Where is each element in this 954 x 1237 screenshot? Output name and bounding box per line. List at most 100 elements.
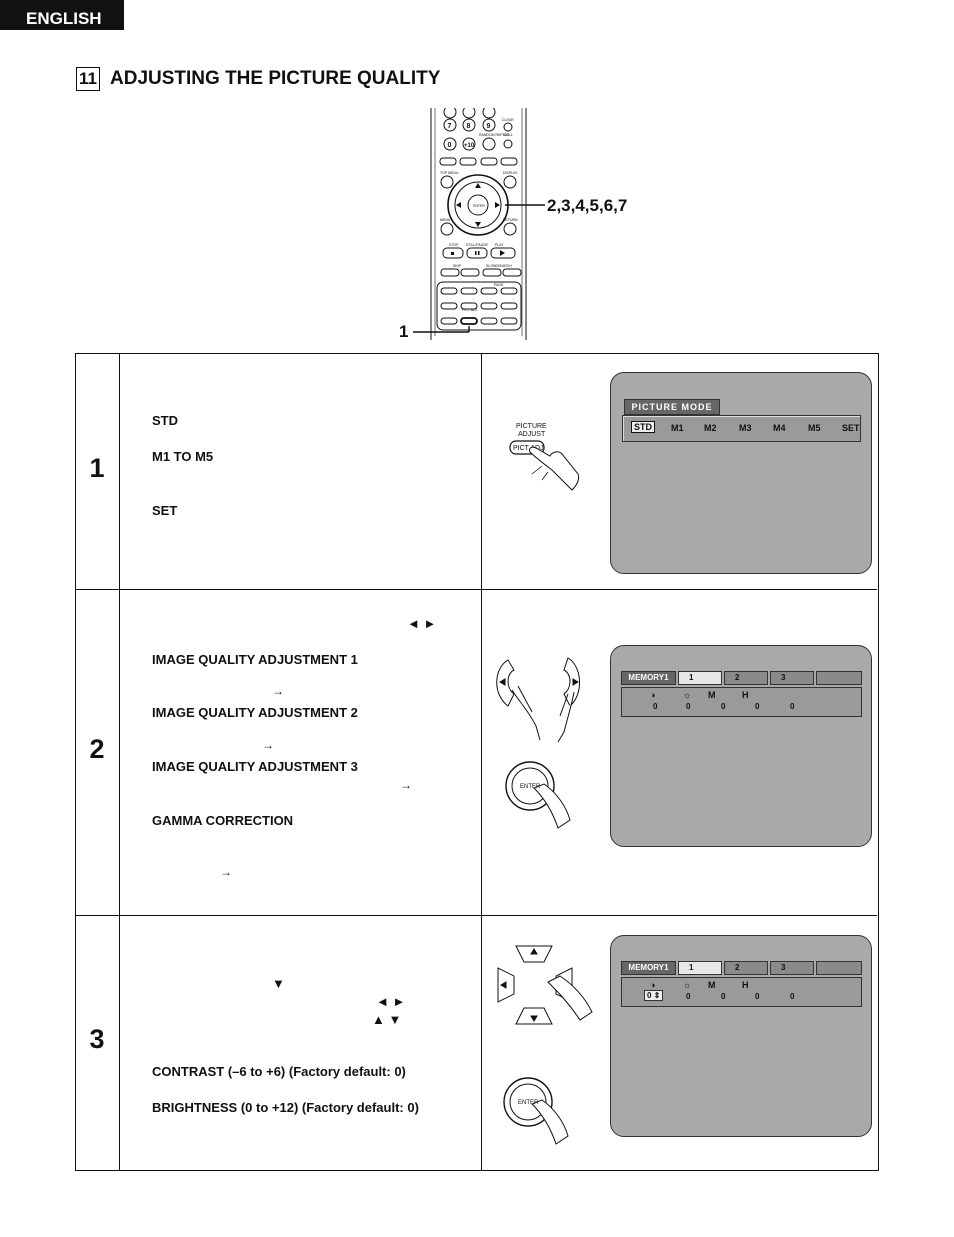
memory-tabs: MEMORY1 1 2 3 bbox=[621, 961, 864, 976]
adjustment-2-label: IMAGE QUALITY ADJUSTMENT 2 bbox=[152, 705, 358, 720]
svg-text:9: 9 bbox=[487, 123, 491, 130]
contrast-value-editing[interactable]: 0 ⇕ bbox=[644, 990, 664, 1001]
step-row-2: 2 ◄ ► IMAGE QUALITY ADJUSTMENT 1 → IMAGE… bbox=[76, 590, 877, 916]
mode-option-m2[interactable]: M2 bbox=[704, 423, 717, 433]
svg-text:CLEAR: CLEAR bbox=[502, 118, 514, 122]
svg-text:STOP: STOP bbox=[449, 243, 459, 247]
svg-text:ADJUST: ADJUST bbox=[518, 431, 546, 438]
brightness-value: 0 bbox=[686, 702, 691, 711]
value-panel: ◑ ☼ M H 0 0 0 0 0 bbox=[621, 687, 862, 717]
contrast-value: 0 bbox=[653, 702, 658, 711]
callout-step1-label: 1 bbox=[399, 322, 409, 341]
h-label: H bbox=[742, 690, 749, 700]
step-row-3: 3 ▼ ◄ ► ▲ ▼ CONTRAST (–6 to +6) (Factory… bbox=[76, 916, 877, 1170]
value-panel: ◑ ☼ M H 0 ⇕ 0 0 0 0 bbox=[621, 977, 862, 1007]
fifth-value: 0 bbox=[790, 992, 795, 1001]
svg-text:+10: +10 bbox=[464, 143, 475, 149]
step-text-cell: ◄ ► IMAGE QUALITY ADJUSTMENT 1 → IMAGE Q… bbox=[120, 590, 482, 915]
h-label: H bbox=[742, 980, 749, 990]
step-number: 3 bbox=[89, 1024, 105, 1054]
svg-text:DISPLAY: DISPLAY bbox=[503, 171, 518, 175]
left-right-arrows-icon: ◄ ► bbox=[407, 616, 437, 631]
section-number: 11 bbox=[76, 67, 100, 91]
memory-adjust-screen: MEMORY1 1 2 3 ◑ ☼ M H 0 0 0 0 0 bbox=[610, 645, 872, 847]
contrast-adjust-screen: MEMORY1 1 2 3 ◑ ☼ M H 0 ⇕ 0 0 0 0 bbox=[610, 935, 872, 1137]
adjust-tab-2[interactable]: 2 bbox=[724, 671, 768, 685]
svg-text:TOP MENU: TOP MENU bbox=[440, 171, 459, 175]
mode-m1-m5-label: M1 TO M5 bbox=[152, 449, 214, 464]
h-value: 0 bbox=[755, 992, 760, 1001]
brightness-label: BRIGHTNESS (0 to +12) (Factory default: … bbox=[152, 1100, 419, 1115]
step-number: 1 bbox=[89, 453, 105, 483]
svg-text:PAGE: PAGE bbox=[494, 283, 504, 287]
step-number: 2 bbox=[89, 734, 105, 764]
down-arrow-icon: ▼ bbox=[272, 976, 285, 991]
step-illustration-cell: ENTER MEMORY1 1 2 3 ◑ ☼ M H 0 ⇕ 0 0 bbox=[482, 916, 877, 1170]
contrast-label: CONTRAST (–6 to +6) (Factory default: 0) bbox=[152, 1064, 406, 1079]
mode-option-std[interactable]: STD bbox=[631, 421, 655, 433]
brightness-icon: ☼ bbox=[683, 690, 692, 700]
dpad-enter-buttons-hand: ENTER bbox=[497, 945, 593, 1145]
svg-text:8: 8 bbox=[467, 123, 471, 130]
brightness-icon: ☼ bbox=[683, 980, 692, 990]
mode-option-set[interactable]: SET bbox=[842, 423, 860, 433]
svg-text:ENTER: ENTER bbox=[518, 1100, 539, 1106]
picture-mode-bar: STD M1 M2 M3 M4 M5 SET bbox=[622, 415, 861, 442]
step-illustration-cell: PICTURE ADJUST PICT ADJ PICTURE MODE STD… bbox=[482, 354, 877, 589]
mode-set-label: SET bbox=[152, 503, 178, 518]
step-text-cell: ▼ ◄ ► ▲ ▼ CONTRAST (–6 to +6) (Factory d… bbox=[120, 916, 482, 1170]
m-value: 0 bbox=[721, 992, 726, 1001]
memory-tab[interactable]: MEMORY1 bbox=[621, 671, 676, 685]
gamma-tab[interactable] bbox=[816, 671, 862, 685]
svg-text:7: 7 bbox=[448, 123, 452, 130]
svg-text:RETURN: RETURN bbox=[503, 218, 518, 222]
svg-text:CALL: CALL bbox=[504, 133, 513, 137]
mode-option-m4[interactable]: M4 bbox=[773, 423, 786, 433]
svg-text:ENTER: ENTER bbox=[473, 204, 485, 208]
arrow-icon: → bbox=[262, 738, 274, 752]
svg-text:ENTER: ENTER bbox=[520, 784, 541, 790]
picture-mode-screen: PICTURE MODE STD M1 M2 M3 M4 M5 SET bbox=[610, 372, 872, 574]
svg-text:0: 0 bbox=[448, 142, 452, 149]
h-value: 0 bbox=[755, 702, 760, 711]
section-title: ADJUSTING THE PICTURE QUALITY bbox=[110, 68, 441, 89]
adjust-tab-3[interactable]: 3 bbox=[770, 961, 814, 975]
mode-option-m1[interactable]: M1 bbox=[671, 423, 684, 433]
adjust-tab-3[interactable]: 3 bbox=[770, 671, 814, 685]
brightness-value: 0 bbox=[686, 992, 691, 1001]
adjust-tab-2[interactable]: 2 bbox=[724, 961, 768, 975]
step-number-cell: 3 bbox=[76, 916, 120, 1170]
adjust-tab-1[interactable]: 1 bbox=[678, 961, 722, 975]
pict-adj-button-hand: PICTURE ADJUST PICT ADJ bbox=[509, 423, 579, 491]
mode-option-m3[interactable]: M3 bbox=[739, 423, 752, 433]
arrow-icon: → bbox=[272, 684, 284, 698]
picture-mode-title: PICTURE MODE bbox=[624, 399, 720, 415]
adjust-tab-1[interactable]: 1 bbox=[678, 671, 722, 685]
svg-text:SKIP: SKIP bbox=[453, 264, 462, 268]
mode-option-m5[interactable]: M5 bbox=[808, 423, 821, 433]
step-row-1: 1 STD M1 TO M5 SET PICTURE ADJUST PICT A… bbox=[76, 354, 877, 590]
remote-control-drawing: 7 8 9 0 +10 CLEAR CALL RANDOM REPEAT TOP ME… bbox=[413, 105, 545, 340]
gamma-tab[interactable] bbox=[816, 961, 862, 975]
m-value: 0 bbox=[721, 702, 726, 711]
fifth-value: 0 bbox=[790, 702, 795, 711]
svg-text:MENU: MENU bbox=[440, 218, 451, 222]
gamma-correction-label: GAMMA CORRECTION bbox=[152, 813, 294, 828]
m-label: M bbox=[708, 690, 716, 700]
svg-text:STILL/PAUSE: STILL/PAUSE bbox=[466, 243, 489, 247]
step-number-cell: 1 bbox=[76, 354, 120, 589]
step-number-cell: 2 bbox=[76, 590, 120, 915]
contrast-icon: ◑ bbox=[650, 690, 656, 700]
m-label: M bbox=[708, 980, 716, 990]
memory-tab[interactable]: MEMORY1 bbox=[621, 961, 676, 975]
arrow-icon: → bbox=[400, 778, 412, 792]
adjustment-3-label: IMAGE QUALITY ADJUSTMENT 3 bbox=[152, 759, 358, 774]
svg-text:RANDOM REPEAT: RANDOM REPEAT bbox=[479, 133, 510, 137]
svg-text:SLOW/SEARCH: SLOW/SEARCH bbox=[486, 264, 512, 268]
arrow-icon: → bbox=[220, 865, 232, 879]
svg-text:PLAY: PLAY bbox=[495, 243, 504, 247]
svg-text:PICTURE: PICTURE bbox=[516, 423, 547, 430]
adjustment-1-label: IMAGE QUALITY ADJUSTMENT 1 bbox=[152, 652, 358, 667]
step-text-cell: STD M1 TO M5 SET bbox=[120, 354, 482, 589]
step-illustration-cell: ENTER MEMORY1 1 2 3 ◑ ☼ M H 0 0 0 bbox=[482, 590, 877, 915]
